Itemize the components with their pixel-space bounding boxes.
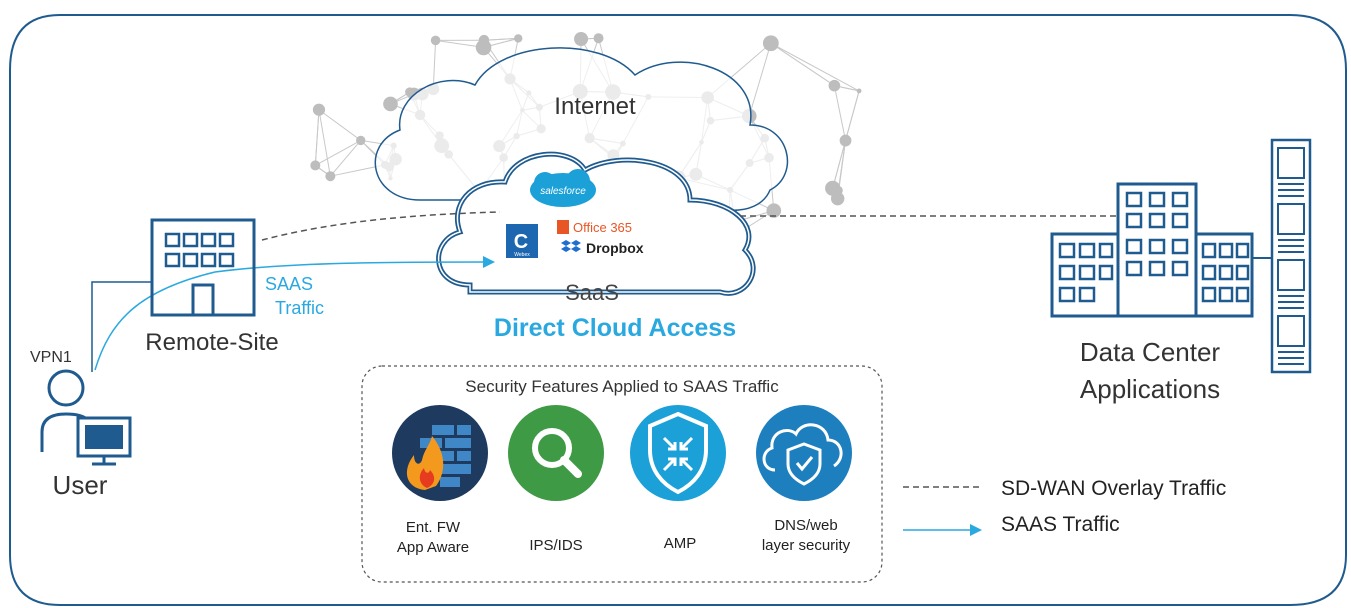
datacenter-label-line2: Applications [1080, 374, 1220, 404]
mesh-node [856, 88, 862, 94]
mesh-node [828, 79, 841, 92]
office365-logo: Office 365 [557, 220, 632, 235]
server-rack-icon [1270, 138, 1312, 374]
mesh-node [325, 171, 336, 182]
feature-label-firewall-line2: App Aware [397, 539, 469, 556]
mesh-node [593, 33, 604, 44]
security-features-box [361, 365, 883, 583]
legend-saas-label: SAAS Traffic [1001, 513, 1120, 536]
internet-label: Internet [554, 93, 636, 120]
mesh-link [748, 43, 772, 117]
mesh-link [314, 109, 320, 166]
saas-cloud-inner-line [437, 153, 754, 295]
mesh-node [383, 96, 398, 112]
mesh-link [435, 39, 484, 48]
mesh-link [770, 42, 860, 92]
mesh-link [484, 37, 519, 41]
webex-logo: C Webex [506, 224, 538, 258]
saas-traffic-arrow [94, 261, 486, 371]
mesh-node [514, 34, 523, 43]
overlay-traffic-line-remote [261, 211, 501, 241]
svg-text:salesforce: salesforce [540, 186, 586, 197]
saas-traffic-label-line1: SAAS [265, 274, 313, 294]
dropbox-logo: Dropbox [561, 240, 644, 256]
feature-label-dns-line1: DNS/web [774, 517, 837, 534]
svg-text:C: C [514, 231, 528, 253]
mesh-node [312, 103, 326, 116]
mesh-link [315, 139, 361, 166]
feature-label-ips: IPS/IDS [529, 537, 582, 554]
mesh-link [432, 40, 437, 90]
datacenter-label-line1: Data Center [1080, 337, 1221, 367]
mesh-node [830, 191, 845, 206]
saas-traffic-arrowhead [483, 256, 495, 268]
computer-monitor-icon [76, 416, 132, 466]
legend-saas-arrowhead [970, 524, 982, 536]
legend: SD-WAN Overlay Traffic SAAS Traffic [903, 477, 1226, 536]
magnifier-icon [508, 405, 604, 501]
direct-cloud-access-label: Direct Cloud Access [494, 314, 736, 342]
mesh-link [837, 140, 847, 191]
mesh-node [478, 34, 490, 46]
feature-label-amp: AMP [664, 535, 697, 552]
cloud-shield-icon [756, 405, 852, 501]
svg-text:Webex: Webex [514, 252, 530, 258]
mesh-node [762, 35, 779, 52]
amp-shield-icon [630, 405, 726, 501]
datacenter-building-icon [1050, 182, 1254, 318]
mesh-link [770, 42, 835, 87]
salesforce-logo: salesforce [530, 169, 596, 207]
remote-site-label: Remote-Site [145, 329, 278, 356]
feature-label-dns-line2: layer security [762, 537, 851, 554]
remote-site-building-icon [150, 218, 256, 317]
feature-label-firewall-line1: Ent. FW [406, 519, 461, 536]
user-label: User [53, 470, 108, 500]
legend-overlay-label: SD-WAN Overlay Traffic [1001, 477, 1226, 500]
svg-text:Dropbox: Dropbox [586, 240, 644, 256]
mesh-link [845, 90, 860, 141]
internet-cloud [374, 47, 789, 211]
mesh-link [318, 109, 331, 177]
mesh-node [766, 203, 782, 218]
mesh-link [329, 140, 362, 177]
mesh-node [356, 135, 366, 146]
mesh-link [318, 109, 362, 141]
user-link-line [91, 281, 152, 372]
mesh-link [833, 85, 847, 141]
outer-frame [9, 14, 1347, 606]
mesh-node [310, 160, 321, 171]
security-box-title: Security Features Applied to SAAS Traffi… [465, 377, 779, 396]
mesh-node [430, 35, 441, 46]
saas-traffic-label-line2: Traffic [275, 298, 324, 318]
mesh-node [405, 87, 415, 97]
mesh-node [574, 31, 589, 46]
mesh-link [832, 140, 847, 189]
mesh-node [839, 134, 852, 147]
vpn-label: VPN1 [30, 349, 72, 366]
saas-label: SaaS [565, 280, 619, 305]
firewall-icon [392, 405, 488, 501]
svg-text:Office 365: Office 365 [573, 220, 632, 235]
